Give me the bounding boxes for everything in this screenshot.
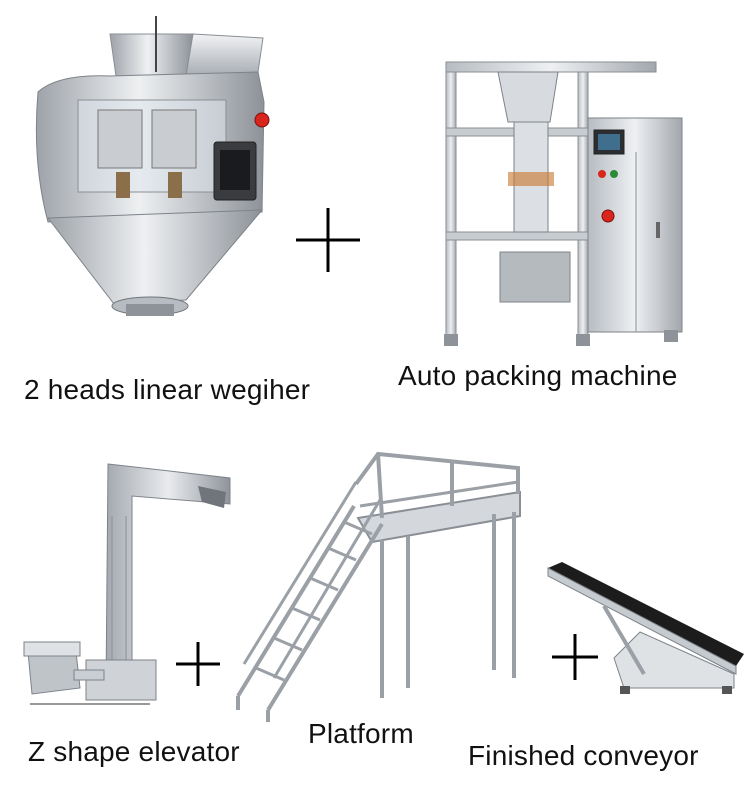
plus-icon bbox=[296, 208, 360, 272]
finished-conveyor-image bbox=[544, 562, 746, 696]
elevator-caption: Z shape elevator bbox=[28, 736, 240, 767]
plus-icon bbox=[176, 642, 220, 686]
plus-icon bbox=[552, 634, 598, 680]
platform-caption: Platform bbox=[308, 718, 414, 749]
z-shape-elevator-image bbox=[20, 456, 234, 710]
conveyor-caption: Finished conveyor bbox=[468, 740, 699, 771]
weigher-caption: 2 heads linear wegiher bbox=[24, 374, 311, 405]
auto-packing-machine-image bbox=[438, 52, 688, 354]
platform-image bbox=[232, 448, 522, 726]
packing-caption: Auto packing machine bbox=[398, 360, 678, 391]
linear-weigher-image bbox=[18, 12, 280, 324]
